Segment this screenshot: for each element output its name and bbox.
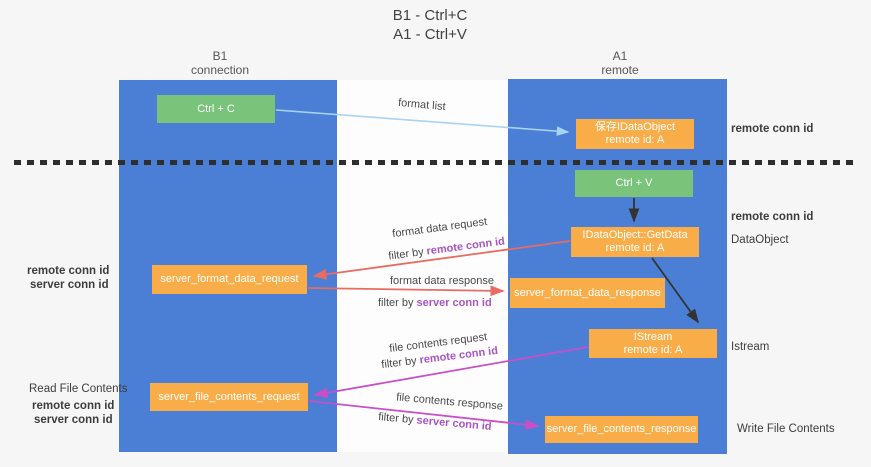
node-format-request-label: server_format_data_request — [160, 273, 299, 285]
lane-header-b1: B1 connection — [140, 49, 300, 77]
node-save-idataobject-line1: 保存IDataObject — [594, 121, 676, 133]
node-ctrl-v-label: Ctrl + V — [615, 177, 653, 189]
right-remote-conn-id-mid: remote conn id — [731, 211, 814, 223]
node-idataobject-getdata: IDataObject::GetData remote id: A — [571, 227, 699, 257]
title-line-1: B1 - Ctrl+C — [392, 7, 468, 24]
node-format-response-label: server_format_data_response — [514, 286, 661, 299]
node-server-format-data-request: server_format_data_request — [152, 265, 307, 294]
node-ctrl-c: Ctrl + C — [157, 95, 275, 123]
lane-header-a1: A1 remote — [540, 49, 700, 77]
left-server-conn-id-bottom: server conn id — [34, 414, 113, 426]
diagram-title: B1 - Ctrl+C A1 - Ctrl+V — [300, 6, 560, 44]
left-remote-conn-id-top: remote conn id — [27, 265, 110, 277]
node-ctrl-c-label: Ctrl + C — [197, 102, 235, 115]
node-istream: IStream remote id: A — [589, 329, 717, 358]
label-format-data-response: format data response — [390, 275, 494, 287]
node-server-format-data-response: server_format_data_response — [510, 278, 665, 308]
node-save-idataobject-line2: remote id: A — [605, 134, 665, 146]
label-read-file-contents: Read File Contents — [29, 383, 128, 395]
left-server-conn-id-top: server conn id — [30, 279, 109, 291]
node-istream-line2: remote id: A — [623, 343, 683, 356]
server-conn-id-text: server conn id — [416, 297, 492, 309]
label-istream: Istream — [731, 341, 770, 353]
node-save-idataobject: 保存IDataObject remote id: A — [576, 119, 694, 149]
title-line-2: A1 - Ctrl+V — [393, 26, 467, 43]
lane-b1-name: B1 — [212, 49, 228, 63]
label-write-file-contents: Write File Contents — [737, 423, 835, 435]
node-file-response-label: server_file_contents_response — [546, 423, 697, 435]
label-dataobject: DataObject — [731, 234, 789, 246]
node-istream-line1: IStream — [633, 330, 673, 343]
node-getdata-line1: IDataObject::GetData — [582, 229, 688, 241]
left-remote-conn-id-bottom: remote conn id — [32, 400, 115, 412]
right-remote-conn-id-top: remote conn id — [731, 123, 814, 135]
node-getdata-line2: remote id: A — [605, 242, 665, 254]
lane-a1-subtitle: remote — [601, 63, 639, 77]
node-server-file-contents-response: server_file_contents_response — [545, 416, 698, 443]
filter-by-text: filter by — [378, 297, 414, 309]
node-file-request-label: server_file_contents_request — [158, 390, 300, 403]
lane-a1-name: A1 — [612, 49, 628, 63]
node-ctrl-v: Ctrl + V — [575, 170, 693, 197]
node-server-file-contents-request: server_file_contents_request — [150, 383, 308, 411]
session-divider-dashed-line — [14, 160, 859, 165]
lane-b1-subtitle: connection — [190, 63, 250, 77]
